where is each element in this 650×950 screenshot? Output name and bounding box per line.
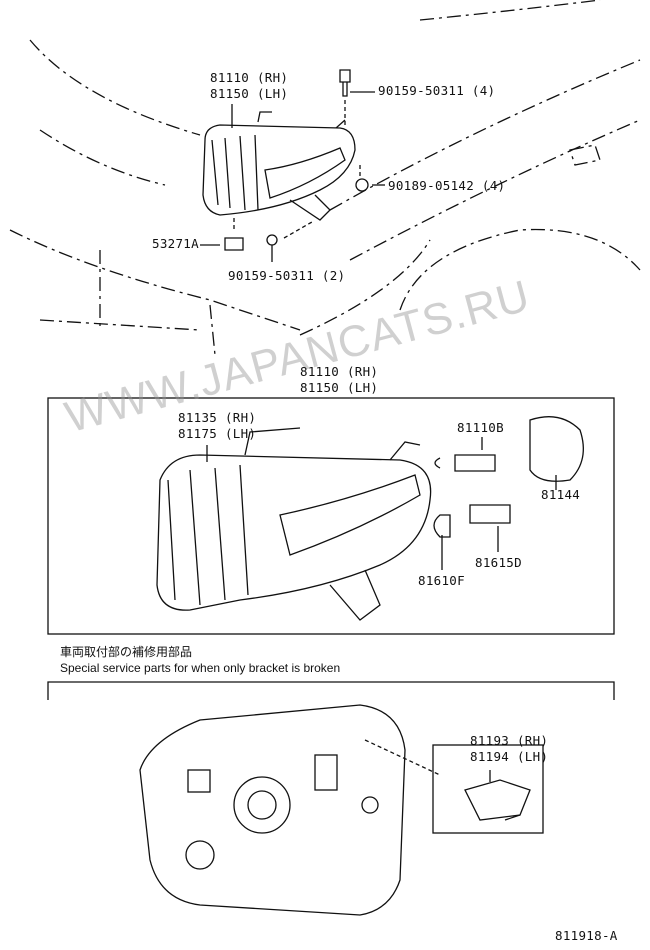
label-lens-lh: 81175 (LH)	[178, 426, 257, 441]
label-bolt-top: 90159-50311 (4)	[378, 83, 496, 98]
diagram-id: 811918-A	[555, 928, 618, 943]
label-cap: 81144	[541, 487, 581, 502]
label-81150-lh: 81150 (LH)	[210, 86, 289, 101]
service-note-japanese: 車両取付部の補修用部品	[60, 645, 193, 659]
label-bracket-rh: 81193 (RH)	[470, 733, 549, 748]
service-note-english: Special service parts for when only brac…	[60, 661, 341, 675]
label-assembly-rh: 81110 (RH)	[300, 364, 379, 379]
label-bolt-bottom: 90159-50311 (2)	[228, 268, 346, 283]
lamp-housing-rear	[139, 704, 406, 916]
fog-lamp-top	[202, 111, 356, 221]
service-box-frame	[47, 681, 615, 700]
bracket-part	[432, 744, 544, 834]
label-assembly-lh: 81150 (LH)	[300, 380, 379, 395]
detail-box-frame	[47, 397, 615, 635]
fasteners	[224, 69, 369, 251]
label-81110-rh: 81110 (RH)	[210, 70, 289, 85]
vehicle-body-outline	[9, 0, 641, 356]
label-socket: 81615D	[475, 555, 522, 570]
fog-lamp-detail	[156, 416, 584, 621]
label-bulb: 81110B	[457, 420, 504, 435]
label-lens-rh: 81135 (RH)	[178, 410, 257, 425]
label-small-bulb: 81610F	[418, 573, 465, 588]
label-clip: 53271A	[152, 236, 199, 251]
leader-lines	[200, 91, 557, 782]
label-nut: 90189-05142 (4)	[388, 178, 506, 193]
label-bracket-lh: 81194 (LH)	[470, 749, 549, 764]
